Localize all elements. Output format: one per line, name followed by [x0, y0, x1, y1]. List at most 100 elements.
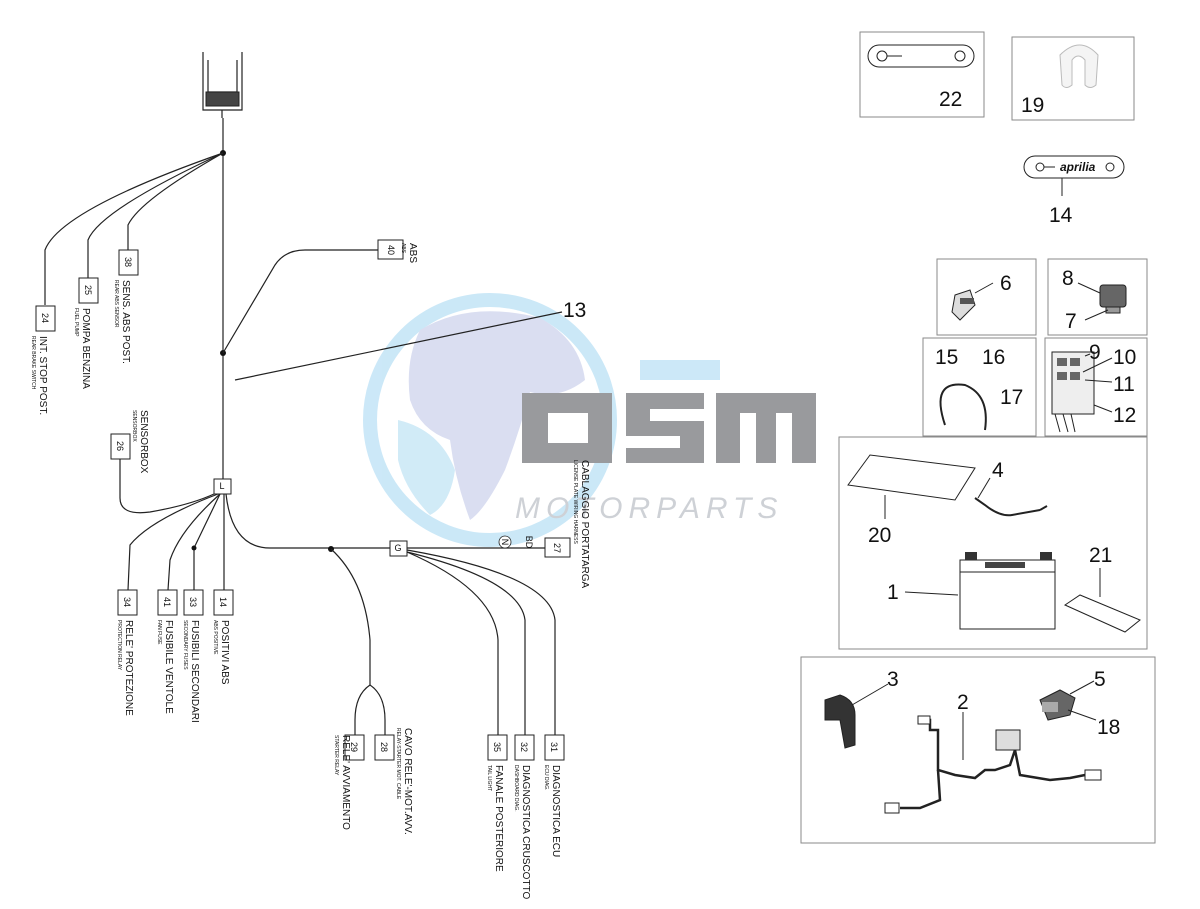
part-19-panel: 19 [1011, 36, 1135, 121]
junction-l-label: L [219, 481, 224, 491]
svg-text:RELE' PROTEZIONE: RELE' PROTEZIONE [123, 620, 134, 716]
callout-13: 13 [563, 299, 586, 322]
clip-19-icon [1059, 44, 1099, 88]
connector-29: 29 RELE' AVVIAMENTO STARTER RELAY [333, 734, 365, 830]
cable-tie-icon [939, 383, 987, 431]
connector-38: 38 SENS. ABS POST. REAR ABS SENSOR [113, 249, 139, 364]
connector-33: 33 FUSIBILI SECONDARI SECONDARY FUSES [182, 589, 204, 723]
svg-text:PROTECTION RELAY: PROTECTION RELAY [116, 620, 122, 671]
strip-21-icon [1063, 594, 1141, 633]
svg-text:25: 25 [83, 285, 93, 295]
callout-20: 20 [868, 524, 891, 547]
connector-26: 26 SENSORBOX SENSORBOX [110, 410, 149, 474]
part-22-panel: 22 [859, 31, 985, 118]
svg-text:REAR ABS SENSOR: REAR ABS SENSOR [113, 280, 119, 328]
svg-text:40: 40 [386, 245, 396, 255]
svg-text:41: 41 [162, 597, 172, 607]
svg-text:SENS. ABS POST.: SENS. ABS POST. [120, 280, 131, 364]
callout-2: 2 [957, 691, 969, 714]
svg-text:DIAGNOSTICA ECU: DIAGNOSTICA ECU [550, 765, 561, 857]
callout-9: 9 [1089, 341, 1101, 364]
svg-text:LICENSE PLATE WIRING HARNESS: LICENSE PLATE WIRING HARNESS [572, 460, 578, 544]
pad-20-icon [847, 454, 976, 501]
connector-27: 27 CABLAGGIO PORTATARGA LICENSE PLATE WI… [544, 460, 590, 589]
connector-31: 31 DIAGNOSTICA ECU ECU DIAG. [543, 734, 565, 857]
watermark-letter-m-cut2 [776, 413, 792, 463]
svg-text:INT. STOP POST.: INT. STOP POST. [37, 336, 48, 415]
part-15-17-panel: 15 16 17 [922, 337, 1037, 437]
callout-14: 14 [1049, 204, 1073, 227]
svg-text:33: 33 [188, 597, 198, 607]
svg-text:SENSORBOX: SENSORBOX [138, 410, 149, 474]
svg-text:RELAY-STARTER MOT. CABLE: RELAY-STARTER MOT. CABLE [395, 728, 401, 800]
svg-text:RELE' AVVIAMENTO: RELE' AVVIAMENTO [340, 735, 351, 830]
relay-6-icon [951, 289, 976, 321]
callout-12: 12 [1113, 404, 1136, 427]
callout-4: 4 [992, 459, 1004, 482]
wire-tag-letter: N [500, 539, 510, 546]
cable-4-icon [974, 497, 1048, 517]
part-9-12-panel: 9 10 11 12 [1044, 337, 1148, 437]
callout-10: 10 [1113, 346, 1136, 369]
connector-24: 24 INT. STOP POST. REAR BRAKE SWITCH [30, 305, 56, 415]
svg-text:32: 32 [519, 742, 529, 752]
relay-8-icon [1099, 284, 1127, 314]
callout-11: 11 [1113, 373, 1135, 396]
connector-35: 35 FANALE POSTERIORE TAIL LIGHT [486, 734, 508, 872]
wiring-harness: L G N BD [44, 52, 563, 735]
cap-3-icon [824, 694, 856, 749]
connector-41: 41 FUSIBILE VENTOLE FAN FUSE [156, 589, 178, 714]
wire-tag-code: BD [524, 536, 534, 549]
aprilia-tag-icon [1023, 155, 1125, 179]
part-14-tag: aprilia 14 [1023, 155, 1125, 227]
callout-18: 18 [1097, 716, 1120, 739]
watermark-globe-land [408, 311, 585, 520]
svg-text:POMPA BENZINA: POMPA BENZINA [80, 308, 91, 389]
callout-3: 3 [887, 668, 899, 691]
fuse-box-12-icon [1051, 351, 1095, 433]
tag-brand-text: aprilia [1060, 160, 1096, 174]
svg-text:34: 34 [122, 597, 132, 607]
watermark-s-top [640, 360, 720, 380]
junction-l [213, 478, 232, 495]
callout-15: 15 [935, 346, 958, 369]
svg-text:TAIL LIGHT: TAIL LIGHT [486, 765, 492, 791]
connector-28: 28 CAVO RELE'-MOT.AVV. RELAY-STARTER MOT… [374, 728, 413, 835]
connector-40: 40 ABS ABS [377, 239, 418, 263]
svg-text:SENSORBOX: SENSORBOX [131, 410, 137, 442]
svg-text:CAVO RELE'-MOT.AVV.: CAVO RELE'-MOT.AVV. [402, 728, 413, 835]
svg-text:DASHBOARD DIAG.: DASHBOARD DIAG. [513, 765, 519, 812]
svg-text:14: 14 [218, 597, 228, 607]
svg-text:29: 29 [349, 742, 359, 752]
watermark: MOTORPARTS [363, 293, 816, 547]
connector-25: 25 POMPA BENZINA FUEL PUMP [73, 277, 99, 389]
watermark-tagline: MOTORPARTS [515, 492, 783, 525]
callout-5: 5 [1094, 668, 1106, 691]
callout-19: 19 [1021, 94, 1044, 117]
svg-text:38: 38 [123, 257, 133, 267]
battery-1-icon [959, 552, 1056, 630]
battery-panel: 4 20 1 21 [838, 436, 1148, 650]
callout-7: 7 [1065, 310, 1077, 333]
svg-text:DIAGNOSTICA CRUSCOTTO: DIAGNOSTICA CRUSCOTTO [520, 765, 531, 899]
watermark-letter-m [716, 393, 816, 463]
svg-text:CABLAGGIO PORTATARGA: CABLAGGIO PORTATARGA [579, 460, 590, 589]
part-8-7-panel: 8 7 [1047, 258, 1148, 336]
watermark-letter-o-hole [548, 413, 588, 443]
svg-text:26: 26 [115, 441, 125, 451]
connector-labels: 24 INT. STOP POST. REAR BRAKE SWITCH 25 … [30, 239, 590, 899]
svg-text:FUEL PUMP: FUEL PUMP [73, 308, 79, 337]
svg-text:FUSIBILI SECONDARI: FUSIBILI SECONDARI [189, 620, 200, 723]
svg-text:STARTER RELAY: STARTER RELAY [333, 735, 339, 776]
harness-2-icon [884, 715, 1102, 814]
main-connector-icon [202, 52, 243, 118]
svg-text:POSITIVI ABS: POSITIVI ABS [219, 620, 230, 685]
callout-1: 1 [887, 581, 899, 604]
bracket-22-icon [867, 44, 975, 68]
svg-text:SECONDARY FUSES: SECONDARY FUSES [182, 620, 188, 670]
callout-8: 8 [1062, 267, 1074, 290]
svg-text:ABS: ABS [400, 243, 406, 254]
callout-17: 17 [1000, 386, 1023, 409]
